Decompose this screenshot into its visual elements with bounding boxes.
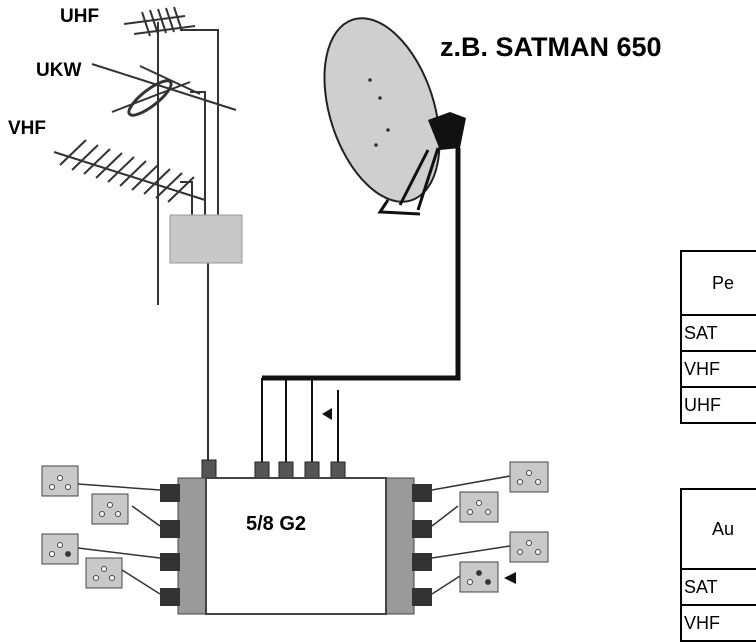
vhf-cable bbox=[180, 182, 192, 215]
diagram-svg bbox=[0, 0, 756, 623]
uhf-antenna bbox=[124, 7, 195, 36]
signal-table-1: Pe SAT VHF UHF bbox=[680, 250, 756, 424]
amplifier-box bbox=[170, 215, 242, 263]
table-row: UHF bbox=[681, 387, 756, 423]
uhf-cable bbox=[180, 30, 218, 215]
multiswitch bbox=[160, 478, 432, 614]
outlet-left-3 bbox=[42, 534, 78, 564]
vhf-antenna bbox=[54, 140, 205, 202]
table-row: SAT bbox=[681, 315, 756, 351]
table-row: VHF bbox=[681, 351, 756, 387]
dish-cable bbox=[262, 148, 458, 465]
outlet-left-2 bbox=[92, 494, 128, 524]
ukw-label: UKW bbox=[36, 60, 81, 82]
signal-table-2: Au SAT VHF bbox=[680, 488, 756, 642]
outlet-right-1 bbox=[510, 462, 548, 492]
vhf-label: VHF bbox=[8, 118, 46, 140]
outlet-left-1 bbox=[42, 466, 78, 496]
table-row: SAT bbox=[681, 569, 756, 605]
uhf-label: UHF bbox=[60, 6, 99, 28]
pointer-arrow-bottom bbox=[504, 572, 516, 584]
diagram-stage: UHF UKW VHF z.B. SATMAN 650 5/8 G2 Pe SA… bbox=[0, 0, 756, 623]
dish-model-label: z.B. SATMAN 650 bbox=[440, 32, 662, 63]
outlet-right-2 bbox=[460, 492, 498, 522]
multiswitch-label: 5/8 G2 bbox=[246, 513, 306, 536]
table-header: Pe bbox=[681, 251, 756, 315]
outlet-right-3 bbox=[510, 532, 548, 562]
table-header: Au bbox=[681, 489, 756, 569]
outlet-right-4 bbox=[460, 562, 498, 592]
ukw-antenna bbox=[92, 64, 236, 120]
pointer-arrow-top bbox=[322, 408, 332, 420]
table-row: VHF bbox=[681, 605, 756, 641]
outlet-left-4 bbox=[86, 558, 122, 588]
